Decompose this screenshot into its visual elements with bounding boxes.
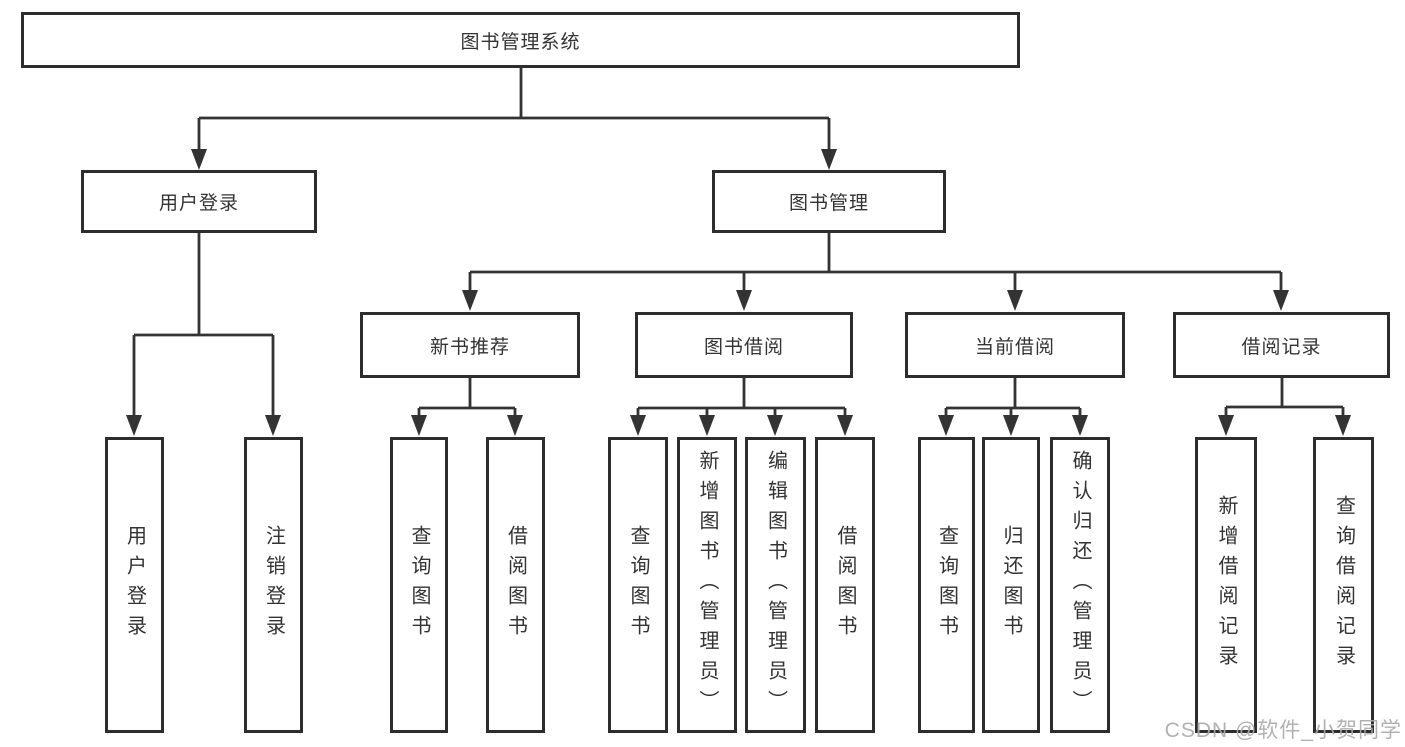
leaf-borrow-books-1: 借阅图书 [486, 437, 545, 733]
node-book-borrow: 图书借阅 [635, 312, 853, 378]
leaf-logout: 注销登录 [244, 437, 303, 733]
leaf-borrow-books-2: 借阅图书 [815, 437, 875, 733]
node-borrow-records: 借阅记录 [1173, 312, 1390, 378]
node-book-management: 图书管理 [712, 170, 946, 233]
csdn-watermark: CSDN @软件_小贺同学 [1164, 719, 1402, 742]
leaf-query-books-2: 查询图书 [608, 437, 668, 733]
node-new-book-recommend: 新书推荐 [360, 312, 580, 378]
leaf-return-book: 归还图书 [982, 437, 1040, 733]
leaf-edit-book-admin: 编辑图书（管理员） [745, 437, 806, 733]
node-root: 图书管理系统 [21, 12, 1020, 68]
leaf-confirm-return-admin: 确认归还（管理员） [1050, 437, 1110, 733]
node-current-borrow: 当前借阅 [905, 312, 1125, 378]
leaf-query-borrow-record: 查询借阅记录 [1313, 437, 1374, 733]
arrowheads [126, 149, 1351, 436]
node-user-login: 用户登录 [81, 170, 317, 233]
connector-paths [132, 68, 1345, 417]
leaf-add-borrow-record: 新增借阅记录 [1195, 437, 1257, 733]
leaf-user-login: 用户登录 [105, 437, 164, 733]
leaf-query-books-3: 查询图书 [918, 437, 975, 733]
leaf-add-book-admin: 新增图书（管理员） [677, 437, 737, 733]
leaf-query-books-1: 查询图书 [390, 437, 448, 733]
